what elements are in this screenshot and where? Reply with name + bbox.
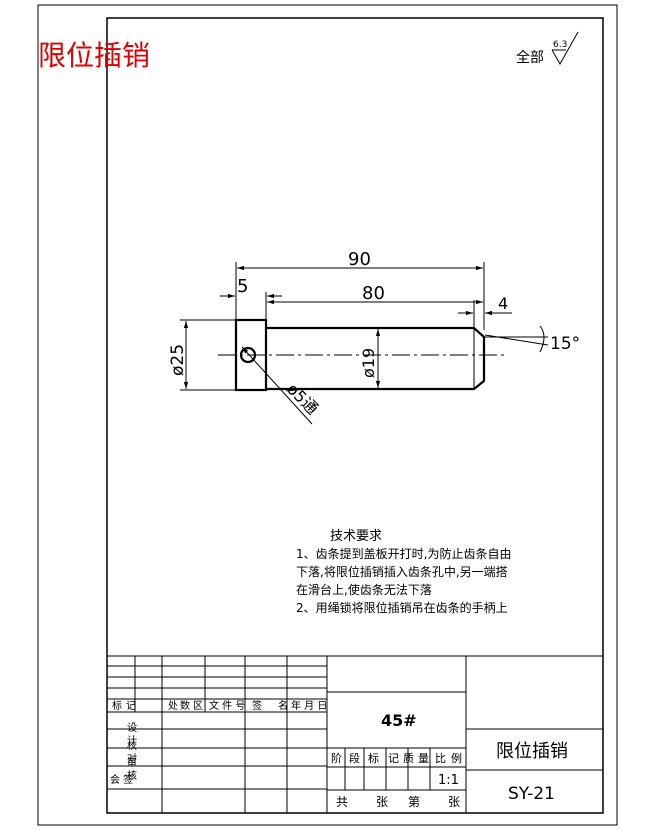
rev-header-2: 记 bbox=[126, 700, 136, 712]
stage-header-6: 量 bbox=[418, 752, 429, 765]
stage-header-4: 记 bbox=[388, 752, 399, 765]
dim-25-label: ø25 bbox=[168, 344, 188, 376]
sheet-label-sheets: 张 bbox=[376, 795, 388, 809]
role-review: 审 核 bbox=[125, 756, 137, 781]
scale-value: 1:1 bbox=[438, 773, 459, 788]
tech-req-line-3: 在滑台上,使齿条无法下落 bbox=[296, 582, 432, 597]
dim-80-label: 80 bbox=[362, 283, 385, 304]
rev-header-8: 名 bbox=[278, 699, 288, 712]
rev-header-5: 区 bbox=[193, 700, 203, 712]
pin-shaft bbox=[266, 326, 486, 391]
dim-19-label: ø19 bbox=[359, 348, 378, 378]
dim-90-label: 90 bbox=[348, 249, 371, 270]
drawing-number: SY-21 bbox=[508, 784, 555, 804]
angle-leader bbox=[484, 334, 549, 346]
material-value: 45# bbox=[381, 711, 417, 730]
rev-header-7: 签 bbox=[252, 699, 262, 712]
drawing-frame bbox=[106, 17, 604, 814]
stage-header-5: 质 bbox=[403, 752, 414, 765]
stage-header-3: 标 bbox=[368, 751, 379, 765]
rev-header-1: 标 bbox=[112, 700, 122, 712]
surface-finish-value: 6.3 bbox=[553, 40, 567, 50]
surface-finish-label: 全部 bbox=[516, 49, 544, 66]
dim-15-label: 15° bbox=[550, 334, 580, 354]
rev-header-3: 处 bbox=[168, 700, 178, 712]
sheet-label-sheet: 张 bbox=[448, 795, 460, 809]
part-name: 限位插销 bbox=[496, 741, 568, 762]
tech-req-line-4: 2、用绳锁将限位插销吊在齿条的手柄上 bbox=[296, 600, 508, 615]
rev-header-4: 数 bbox=[180, 699, 190, 712]
red-title: 限位插销 bbox=[38, 39, 150, 72]
hole-leader bbox=[241, 346, 313, 425]
stage-header-8: 例 bbox=[451, 751, 462, 765]
role-check: 校 对 bbox=[125, 739, 137, 763]
dim-5-label: 5 bbox=[237, 276, 248, 297]
tech-req-line-1: 1、齿条提到盖板开打时,为防止齿条自由 bbox=[296, 546, 511, 561]
tech-req-heading: 技术要求 bbox=[330, 529, 382, 544]
sheet-border bbox=[37, 4, 618, 826]
sheet-label-number: 第 bbox=[408, 795, 420, 809]
tech-req-line-2: 下落,将限位插销插入齿条孔中,另一端搭 bbox=[296, 564, 508, 579]
stage-header-1: 阶 bbox=[331, 751, 342, 765]
role-design: 设 计 bbox=[125, 722, 137, 746]
sheet-label-total: 共 bbox=[336, 795, 348, 809]
stage-header-7: 比 bbox=[435, 752, 446, 765]
rev-header-9: 年 月 日 bbox=[291, 699, 327, 712]
surface-finish-icon bbox=[551, 31, 579, 66]
title-block bbox=[107, 655, 603, 813]
angle-arc bbox=[539, 325, 545, 353]
stage-header-2: 段 bbox=[349, 751, 360, 765]
dim-4-label: 4 bbox=[498, 294, 508, 313]
rev-header-6: 文 件 号 bbox=[209, 699, 245, 712]
role-countersign: 会 签 bbox=[110, 773, 133, 786]
